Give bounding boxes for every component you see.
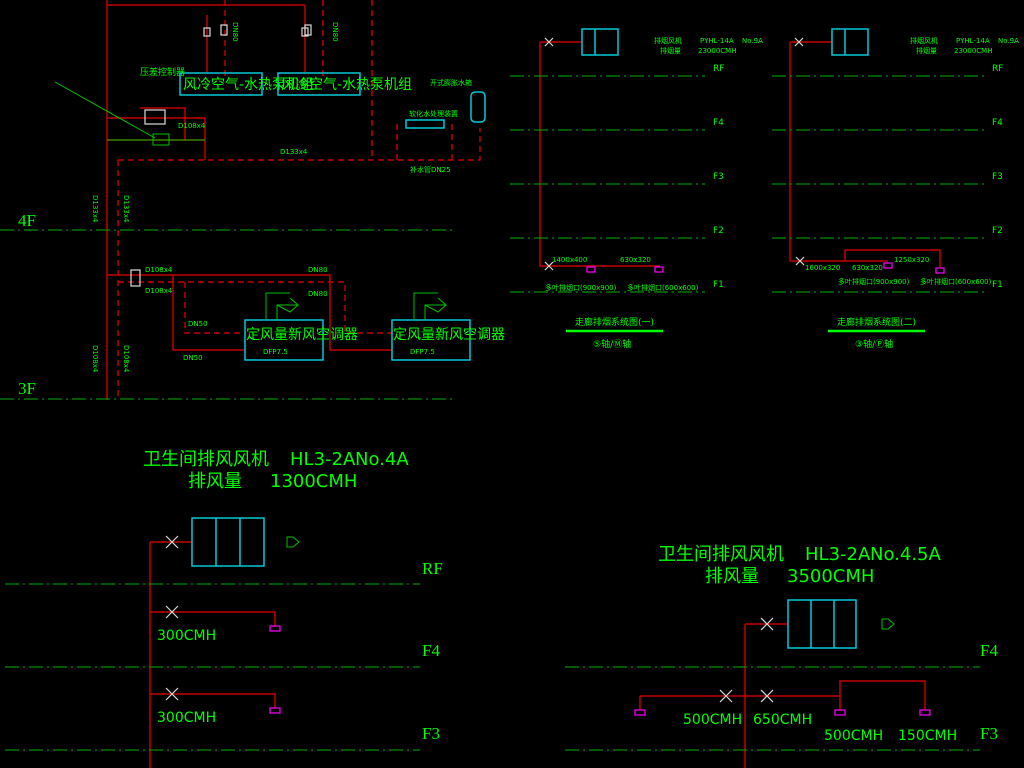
outlet-label: 多叶排烟口(600x600) (920, 277, 992, 286)
hvac-water-system: 压差控制器 风冷空气-水热泵机组 风冷空气-水热泵机组 D108x4 D133x… (0, 0, 505, 400)
diagram-title: 走廊排烟系统图(二) (837, 316, 916, 328)
volume-label: 排风量 (705, 566, 759, 587)
floor-label: F4 (992, 118, 1003, 128)
smoke-exhaust-system-2: 排烟风机 PYHL-14A No.9A 排烟量 23000CMH RF F4F3F… (772, 28, 1019, 350)
fan-label: 卫生间排风风机 (143, 449, 269, 470)
fan-number: No.9A (998, 37, 1019, 45)
floor-label: F1 (713, 280, 724, 290)
duct-size: 630x320 (852, 264, 883, 272)
volume-label: 排烟量 (660, 46, 681, 55)
volume-label: 排风量 (188, 471, 242, 492)
fan-model: HL3-2A (290, 449, 356, 470)
axis-label: ③轴/Ⓟ轴 (855, 338, 893, 350)
volume-value: 1300CMH (270, 471, 357, 492)
floor-label: F2 (713, 226, 724, 236)
heat-pump-label-2: 风冷空气-水热泵机组 (281, 77, 412, 93)
volume-label: 排烟量 (916, 46, 937, 55)
pipe-label: D108x4 (91, 345, 99, 373)
volume-value: 23000CMH (954, 47, 992, 55)
floor-label-4f: 4F (18, 211, 36, 230)
pipe-label: D108x4 (122, 345, 130, 373)
pipe-label: DN80 (308, 290, 328, 298)
pipe-label: D108x4 (145, 287, 173, 295)
outlet-label: 多叶排烟口(900x900) (545, 283, 617, 292)
floor-label: F2 (992, 226, 1003, 236)
outlet-label: 多叶排烟口(600x600) (627, 283, 699, 292)
floor-label: F3 (422, 724, 440, 743)
duct-size: 630x320 (620, 256, 651, 264)
floor-label: RF (422, 559, 443, 578)
fan-label: 排烟风机 (910, 36, 938, 45)
toilet-exhaust-system-1: 卫生间排风风机 HL3-2A No.4A 排风量 1300CMH RF F4 F… (5, 449, 443, 768)
pipe-label: DN80 (231, 22, 239, 42)
expansion-tank-label: 开式膨胀水箱 (430, 78, 472, 87)
heat-pump-label-1: 风冷空气-水热泵机组 (183, 77, 314, 93)
diagram-title: 走廊排烟系统图(一) (575, 316, 654, 328)
fan-label: 卫生间排风风机 (658, 544, 784, 565)
fan-number: No.4.5A (870, 544, 942, 565)
floor-label: F4 (980, 641, 998, 660)
softener-label: 软化水处理装置 (409, 109, 458, 118)
floor-label: F4 (422, 641, 440, 660)
floor-label: F3 (980, 724, 998, 743)
pipe-label: D133x4 (91, 195, 99, 223)
pipe-label: D133x4 (122, 195, 130, 223)
floor-label: F4 (713, 118, 724, 128)
axis-label: ⑤轴/Ⓜ轴 (593, 338, 631, 350)
volume-value: 3500CMH (787, 566, 874, 587)
toilet-exhaust-system-2: 卫生间排风风机 HL3-2A No.4.5A 排风量 3500CMH F4 F3… (565, 544, 998, 768)
pipe-label: DN50 (183, 354, 203, 362)
pipe-label: DN80 (308, 266, 328, 274)
ahu-model-2: DFP7.5 (410, 348, 435, 356)
branch-flow: 300CMH (157, 628, 216, 644)
floor-label-3f: 3F (18, 379, 36, 398)
pipe-label: DN50 (188, 320, 208, 328)
volume-value: 23000CMH (698, 47, 736, 55)
floor-label: RF (713, 64, 724, 74)
pipe-label: D108x4 (178, 122, 206, 130)
ahu-label-2: 定风量新风空调器 (393, 327, 505, 343)
makeup-pipe-label: 补水管DN25 (410, 165, 451, 174)
branch-flow: 500CMH (683, 712, 742, 728)
branch-flow: 650CMH (753, 712, 812, 728)
branch-flow: 150CMH (898, 728, 957, 744)
duct-size: 1250x320 (894, 256, 929, 264)
ahu-label-1: 定风量新风空调器 (246, 327, 358, 343)
duct-size: 1600x320 (805, 264, 840, 272)
ahu-model-1: DFP7.5 (263, 348, 288, 356)
fan-number: No.9A (742, 37, 763, 45)
outlet-label: 多叶排烟口(900x900) (838, 277, 910, 286)
fan-model: PYHL-14A (700, 37, 734, 45)
pipe-label: DN80 (331, 22, 339, 42)
floor-label: F3 (713, 172, 724, 182)
fan-model: PYHL-14A (956, 37, 990, 45)
fan-label: 排烟风机 (654, 36, 682, 45)
branch-flow: 300CMH (157, 710, 216, 726)
floor-label: RF (992, 64, 1003, 74)
duct-size: 1400x400 (552, 256, 587, 264)
smoke-exhaust-system-1: 排烟风机 PYHL-14A No.9A 排烟量 23000CMH RF F4F3F… (510, 28, 763, 350)
fan-model: HL3-2A (805, 544, 871, 565)
pipe-label: D108x4 (145, 266, 173, 274)
pipe-label: D133x4 (280, 148, 308, 156)
branch-flow: 500CMH (824, 728, 883, 744)
fan-number: No.4A (355, 449, 409, 470)
pressure-controller-label: 压差控制器 (140, 66, 185, 78)
floor-label: F1 (992, 280, 1003, 290)
floor-label: F3 (992, 172, 1003, 182)
